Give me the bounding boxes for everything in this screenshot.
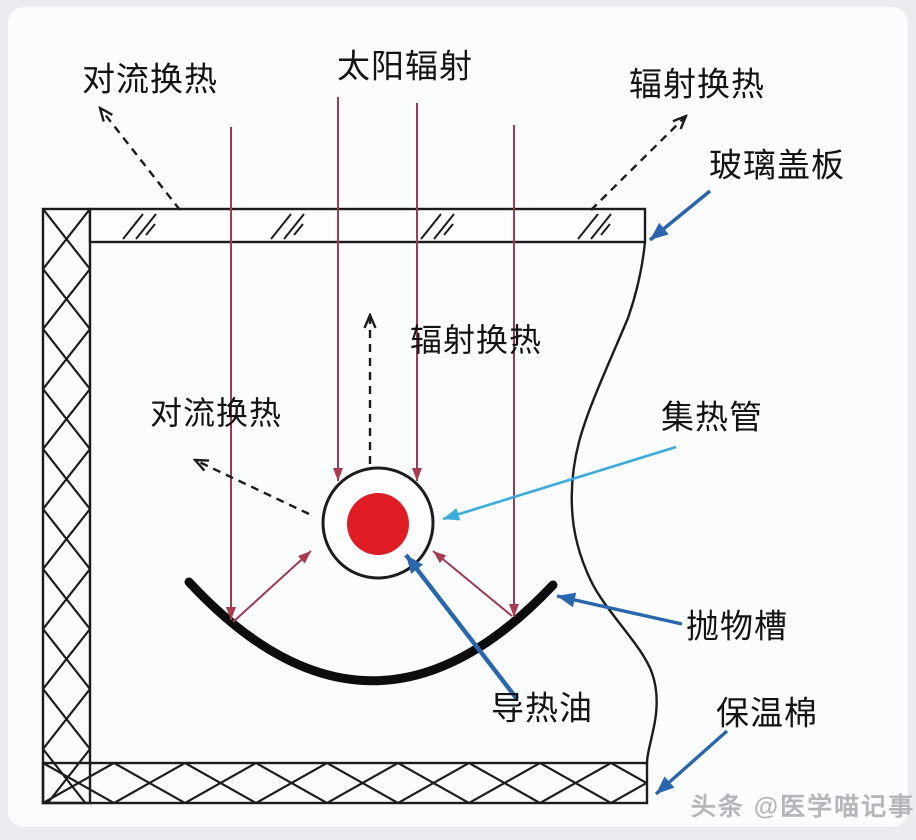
glass-cover-pointer (648, 189, 712, 242)
label-parabolic-trough: 抛物槽 (686, 609, 788, 646)
solar-radiation-rays (226, 97, 519, 620)
watermark-text: 头条 @医学喵记事 (690, 793, 916, 821)
glass-hatch-marks (122, 213, 612, 240)
heat-oil-pointer (404, 553, 519, 701)
reflected-rays (232, 550, 513, 623)
parabolic-trough-pointer (556, 592, 683, 626)
label-radiation-top: 辐射换热 (629, 67, 765, 104)
label-pointer-arrows (404, 189, 729, 796)
heat-exchange-dashed-arrows (100, 108, 686, 516)
insulation-left-wall (41, 207, 92, 805)
label-insulation-cotton: 保温棉 (716, 696, 818, 733)
parabolic-trough-curve (184, 577, 558, 686)
label-convection-inner: 对流换热 (149, 395, 283, 431)
glass-cover-plate (88, 207, 647, 244)
convection-arrow-inner (195, 460, 310, 516)
insulation-pointer (654, 729, 729, 796)
diagram-panel (8, 7, 908, 827)
label-glass-cover: 玻璃盖板 (709, 148, 845, 185)
radiation-arrow-top (590, 116, 686, 211)
label-radiation-inner: 辐射换热 (409, 322, 543, 358)
collector-tube (321, 466, 435, 580)
collector-tube-pointer (442, 445, 677, 521)
label-convection-top: 对流换热 (82, 62, 218, 99)
convection-arrow-top (100, 108, 181, 211)
label-solar-radiation: 太阳辐射 (337, 49, 473, 86)
label-heat-transfer-oil: 导热油 (491, 691, 593, 728)
cutaway-break-line (570, 241, 658, 764)
heat-transfer-oil-core (347, 493, 409, 555)
label-collector-tube: 集热管 (661, 400, 763, 437)
insulation-bottom-wall (41, 761, 649, 805)
